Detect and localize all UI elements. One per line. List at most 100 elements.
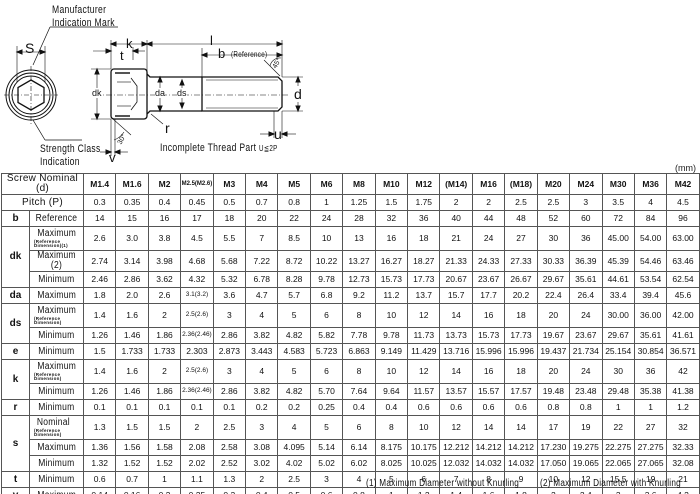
group-symbol: b: [1, 210, 30, 227]
table-cell: 3.443: [245, 343, 279, 360]
table-cell: 3.62: [147, 271, 182, 288]
table-cell: 0.7: [245, 194, 279, 211]
table-cell: 5: [277, 303, 311, 328]
table-cell: 2.5: [536, 194, 571, 211]
table-cell: 0.2: [245, 399, 279, 416]
table-cell: 7.78: [342, 327, 376, 344]
table-cell: 16: [471, 359, 506, 384]
footnote-2: (2) Maximum Diameter with Knurling: [540, 478, 681, 489]
table-cell: 2.08: [180, 439, 214, 456]
table-cell: 32.08: [666, 455, 700, 472]
table-cell: 14: [471, 415, 506, 440]
row-label-text: Maximum: [37, 289, 76, 301]
column-header: (M18): [504, 173, 538, 195]
column-header: M1.4: [82, 173, 117, 195]
table-cell: 9.2: [342, 287, 376, 304]
table-cell: 14.032: [504, 455, 538, 472]
table-cell: 9.78: [309, 271, 344, 288]
table-cell: 4: [633, 194, 668, 211]
row-label-text: Minimum: [38, 273, 75, 285]
table-cell: 12: [407, 359, 441, 384]
table-cell: 22.4: [536, 287, 571, 304]
column-header: M1.6: [115, 173, 149, 195]
header-label: Screw Nominal (d): [1, 173, 84, 195]
dim-v: v: [109, 150, 116, 165]
table-row-v: vMaximum0.140.160.20.250.30.40.50.60.811…: [1, 487, 700, 494]
table-cell: 18: [504, 303, 538, 328]
table-cell: 20.67: [439, 271, 473, 288]
table-cell: 22.065: [601, 455, 635, 472]
table-cell: 2: [147, 359, 182, 384]
table-cell: 16: [374, 226, 409, 251]
table-cell: 24: [471, 226, 506, 251]
column-header: M6: [309, 173, 344, 195]
table-cell: 19.67: [536, 327, 571, 344]
group-symbol: ds: [1, 303, 30, 344]
table-cell: 60: [569, 210, 603, 227]
table-cell: 17: [536, 415, 571, 440]
group-symbol: e: [1, 343, 30, 360]
table-cell: 14: [439, 303, 473, 328]
table-cell: 20: [536, 359, 571, 384]
table-cell: 27.065: [633, 455, 668, 472]
dim-t: t: [120, 48, 124, 63]
table-cell: 6.78: [245, 271, 279, 288]
table-cell: 4: [277, 415, 311, 440]
table-cell: 3: [569, 194, 603, 211]
table-cell: 3.8: [147, 226, 182, 251]
table-cell: 2.5(2.6): [180, 303, 214, 328]
table-cell: 3.82: [245, 383, 279, 400]
table-cell: 5.82: [309, 327, 344, 344]
row-label-text: Reference: [35, 212, 78, 224]
table-cell: 0.1: [212, 399, 247, 416]
table-cell: 10: [407, 415, 441, 440]
table-cell: 2: [439, 194, 473, 211]
row-label-text: Nominal: [36, 416, 70, 428]
table-cell: 5.7: [277, 287, 311, 304]
dim-s: S: [25, 40, 35, 56]
table-cell: 17.230: [536, 439, 571, 456]
group-symbol: r: [1, 399, 30, 416]
table-cell: 17.73: [504, 327, 538, 344]
table-cell: 32: [666, 415, 700, 440]
strength-class-label-line2: Indication: [40, 156, 80, 168]
group-symbol: dk: [1, 226, 30, 288]
table-cell: 12: [407, 303, 441, 328]
table-cell: 11.429: [407, 343, 441, 360]
table-cell: 4.5: [180, 226, 214, 251]
table-cell: 1.1: [180, 471, 214, 488]
table-cell: 36: [407, 210, 441, 227]
table-cell: 1.86: [147, 327, 182, 344]
row-label-text: Maximum: [37, 441, 76, 453]
table-cell: 29.48: [601, 383, 635, 400]
table-cell: 17.57: [504, 383, 538, 400]
column-header: M8: [342, 173, 376, 195]
column-header: M30: [601, 173, 635, 195]
table-cell: 35.61: [633, 327, 668, 344]
table-cell: 27.33: [504, 250, 538, 272]
dim-l: l: [210, 33, 213, 48]
table-cell: 4: [245, 303, 279, 328]
unit-label: (mm): [675, 163, 696, 173]
table-cell: 2.303: [180, 343, 214, 360]
table-cell: 29.67: [536, 271, 571, 288]
table-cell: 54.46: [633, 250, 668, 272]
row-label: Minimum: [29, 399, 84, 416]
table-cell: 41.38: [666, 383, 700, 400]
table-cell: 24: [569, 303, 603, 328]
table-cell: 0.7: [115, 471, 149, 488]
table-cell: 23.48: [569, 383, 603, 400]
table-cell: 0.1: [147, 399, 182, 416]
column-header: M16: [471, 173, 506, 195]
table-cell: 45.6: [666, 287, 700, 304]
table-cell: 4.68: [180, 250, 214, 272]
table-cell: 2.6: [82, 226, 117, 251]
table-cell: 4: [245, 359, 279, 384]
table-cell: 29.67: [601, 327, 635, 344]
row-label: Maximum(Reference Dimension)(1): [29, 226, 84, 251]
table-cell: 3.1(3.2): [180, 287, 214, 304]
table-cell: 45.39: [601, 250, 635, 272]
table-cell: 6.8: [309, 287, 344, 304]
table-cell: 5.14: [309, 439, 344, 456]
